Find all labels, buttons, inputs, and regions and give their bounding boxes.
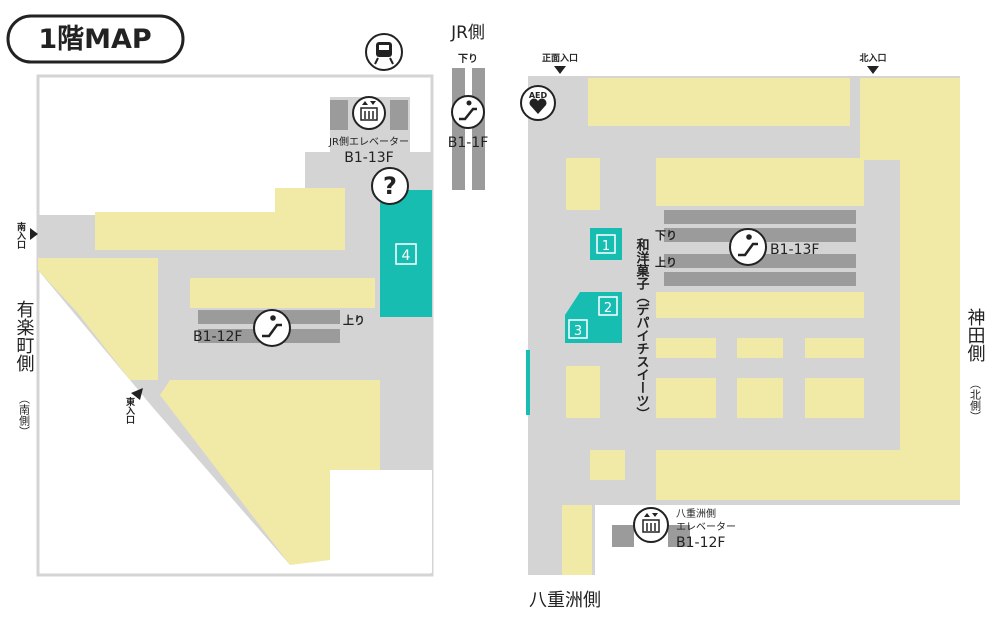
shop-block	[588, 78, 850, 126]
direction-jr: JR側	[450, 23, 485, 43]
entrance-north-label: 北入口	[859, 52, 886, 64]
yaesu-elevator-label-2: エレベーター	[676, 521, 736, 533]
title-badge: 1階MAP	[6, 14, 185, 64]
shop-block	[656, 292, 864, 318]
shop-block	[805, 338, 864, 358]
shop-block	[860, 78, 960, 450]
aed-text: AED	[529, 91, 548, 100]
shop-4-number: 4	[402, 248, 411, 264]
entrance-arrow-icon	[867, 66, 879, 74]
jr-escalator-down-label: 下り	[458, 53, 478, 65]
entrance-south-label: 南入口	[15, 221, 27, 250]
jr-elevator-floors: B1-13F	[344, 150, 393, 166]
shop-1[interactable]	[590, 228, 622, 260]
shop-block	[805, 378, 864, 418]
right-escalator-up-label: 上り	[655, 255, 677, 269]
area-label: 和洋菓子（デパイチスイーツ）	[634, 237, 651, 420]
shop-2-3[interactable]	[565, 292, 622, 343]
escalator-track-right	[664, 210, 856, 224]
shop-block	[590, 450, 625, 480]
shop-block	[656, 338, 716, 358]
left-building: 4	[36, 74, 434, 577]
shop-block	[656, 378, 716, 418]
shop-block	[160, 380, 380, 565]
elevator-icon	[352, 96, 386, 130]
entrance-arrow-icon	[131, 388, 143, 400]
direction-yurakucho-sub: （南側）	[18, 393, 31, 437]
shop-1-number: 1	[602, 239, 610, 254]
shop-block	[275, 188, 345, 250]
shop-block	[737, 378, 783, 418]
shop-block	[562, 505, 592, 575]
information-icon[interactable]: ?	[371, 167, 409, 205]
shop-block	[656, 450, 960, 500]
left-escalator-floors: B1-12F	[193, 329, 242, 345]
shop-block	[95, 212, 275, 250]
train-icon	[365, 33, 403, 71]
jr-elevator-label: JR側エレベーター	[328, 135, 409, 148]
shop-block	[566, 366, 600, 418]
shop-2-number: 2	[604, 301, 612, 316]
shop-3-number: 3	[574, 324, 582, 339]
escalator-icon	[451, 95, 485, 129]
escalator-icon	[729, 228, 767, 266]
jr-escalator	[452, 68, 485, 190]
right-escalator-floors: B1-13F	[770, 242, 819, 258]
direction-yurakucho: 有楽町側	[14, 300, 35, 372]
shop-block	[737, 338, 783, 358]
yaesu-elevator-floors: B1-12F	[676, 535, 725, 551]
shop-block	[656, 158, 864, 206]
aed-icon: AED	[520, 85, 556, 121]
jr-escalator-floors: B1-1F	[448, 135, 489, 151]
page-title: 1階MAP	[38, 24, 151, 55]
entrance-arrow-icon	[554, 66, 566, 74]
entrance-front-label: 正面入口	[542, 53, 578, 64]
elevator-icon	[633, 507, 669, 543]
info-mark: ?	[383, 172, 397, 200]
entrance-east-label: 東入口	[124, 396, 136, 425]
area-label-sweets: 和洋菓子（デパイチスイーツ）	[634, 237, 651, 420]
direction-yaesu: 八重洲側	[529, 590, 601, 611]
left-escalator-up-label: 上り	[343, 313, 365, 327]
shop-block	[190, 278, 375, 308]
entrance-arrow-icon	[30, 228, 38, 240]
direction-kanda-sub: （北側）	[969, 378, 982, 422]
escalator-icon	[253, 309, 291, 347]
direction-kanda: 神田側	[965, 308, 986, 362]
right-building: 1 2 3	[526, 76, 960, 575]
right-escalator-down-label: 下り	[655, 229, 677, 242]
shop-4[interactable]	[380, 190, 432, 317]
yaesu-elevator-label-1: 八重洲側	[676, 507, 716, 520]
shop-block	[566, 158, 600, 210]
